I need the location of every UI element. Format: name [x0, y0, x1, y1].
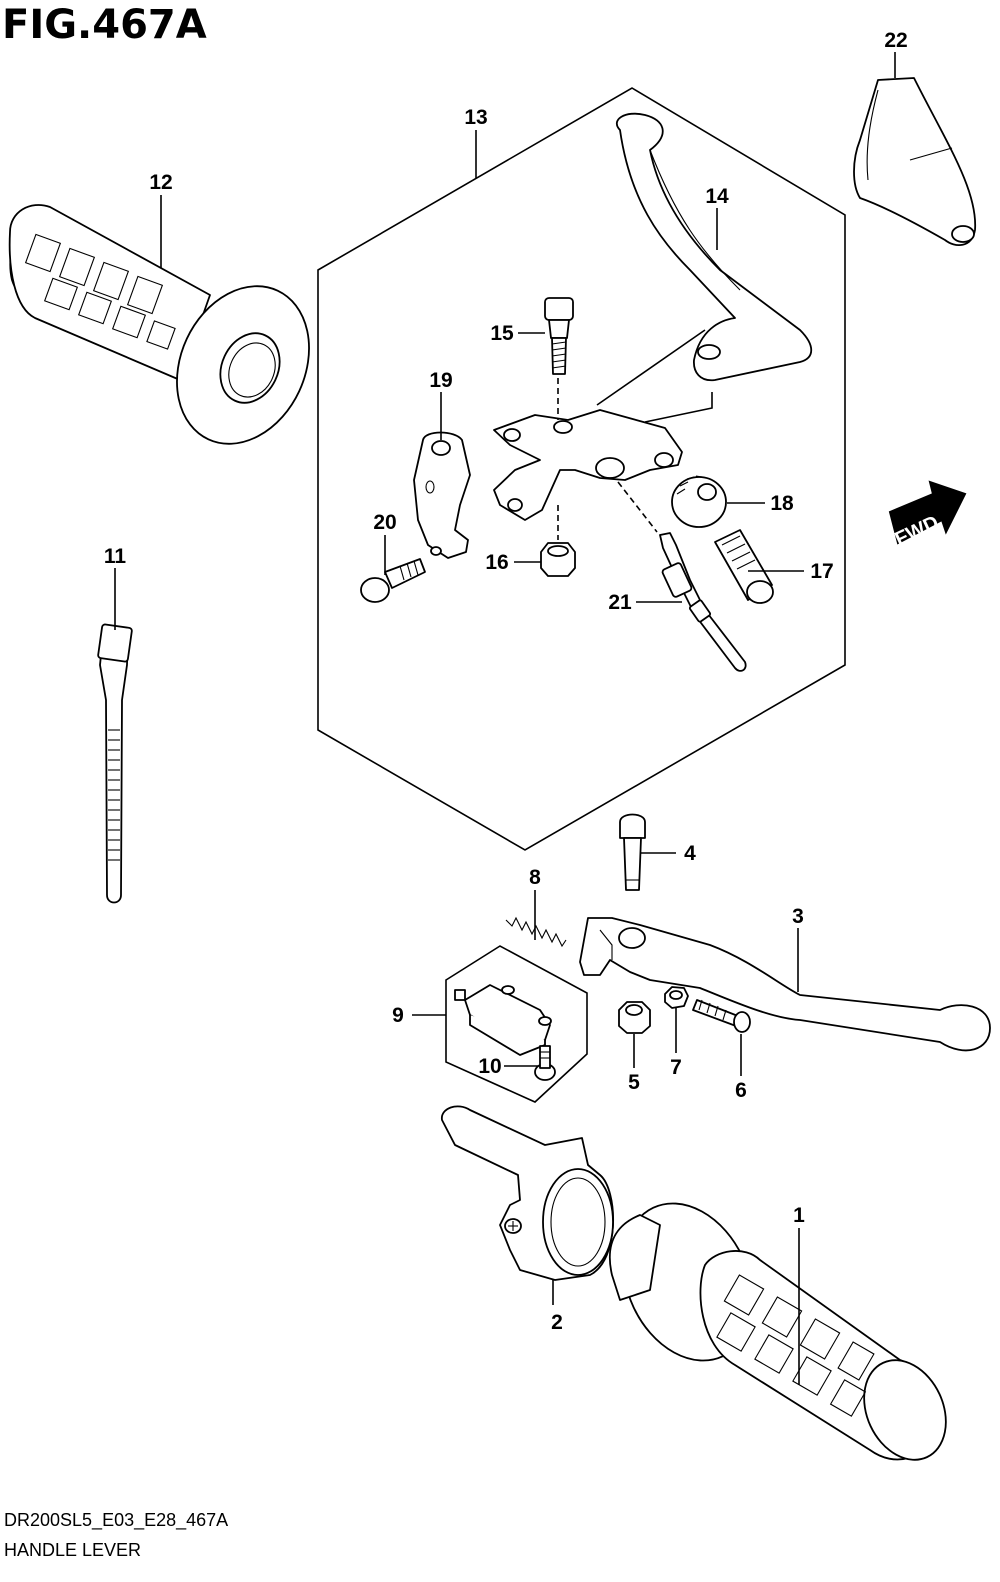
model-code: DR200SL5_E03_E28_467A [4, 1510, 228, 1531]
lever-bracket [493, 409, 683, 521]
screw-part-10 [534, 1045, 556, 1081]
right-grip-part-1 [608, 1202, 947, 1461]
callout-2: 2 [551, 1311, 563, 1334]
lever-part-14 [615, 112, 813, 382]
callout-9: 9 [392, 1004, 404, 1027]
nut-part-16 [540, 542, 576, 577]
spring-part-8 [505, 916, 567, 948]
figure-title: FIG.467A [2, 2, 207, 48]
callout-10: 10 [478, 1055, 501, 1078]
lever-part-3 [579, 917, 991, 1052]
callout-7: 7 [670, 1056, 682, 1079]
cable-tie-part-11 [97, 623, 133, 904]
callout-20: 20 [373, 511, 396, 534]
assembly-9-outline [445, 945, 588, 1103]
nut-part-5 [618, 1001, 651, 1034]
forward-arrow-icon [888, 480, 967, 545]
callout-6: 6 [735, 1079, 747, 1102]
nut-part-7 [664, 986, 689, 1009]
switch-part-9 [454, 984, 552, 1056]
callout-4: 4 [684, 842, 696, 865]
callout-5: 5 [628, 1071, 640, 1094]
callout-16: 16 [485, 551, 508, 574]
adjuster-nut-part-18 [671, 475, 727, 528]
callout-21: 21 [608, 591, 632, 614]
callout-12: 12 [149, 171, 172, 194]
callout-15: 15 [490, 322, 514, 345]
callout-22: 22 [884, 29, 907, 52]
callout-18: 18 [770, 492, 794, 515]
callout-14: 14 [705, 185, 729, 208]
cable-part-21 [659, 532, 747, 672]
callout-19: 19 [429, 369, 452, 392]
bolt-part-4 [619, 813, 646, 891]
bolt-part-15 [544, 297, 574, 375]
callout-17: 17 [810, 560, 833, 583]
callout-13: 13 [464, 106, 487, 129]
callouts: 1 2 3 4 5 6 7 8 9 10 11 12 13 14 15 16 1… [104, 29, 908, 1334]
left-grip-part-12 [8, 204, 310, 445]
adjuster-bolt-part-17 [714, 529, 774, 604]
callout-leaders [114, 52, 896, 1385]
callout-1: 1 [793, 1204, 805, 1227]
assembly-13-outline [317, 87, 846, 851]
lever-cover-part-22 [853, 77, 977, 246]
clamp-part-19 [413, 431, 471, 559]
figure-caption: HANDLE LEVER [4, 1540, 141, 1560]
callout-8: 8 [529, 866, 541, 889]
assembly-leaders [557, 329, 713, 540]
bolt-part-20 [360, 558, 426, 603]
callout-3: 3 [792, 905, 804, 928]
throttle-housing-part-2 [441, 1105, 614, 1281]
forward-direction-badge: FWD [888, 480, 967, 551]
callout-11: 11 [104, 545, 127, 568]
screw-part-6 [692, 999, 751, 1033]
